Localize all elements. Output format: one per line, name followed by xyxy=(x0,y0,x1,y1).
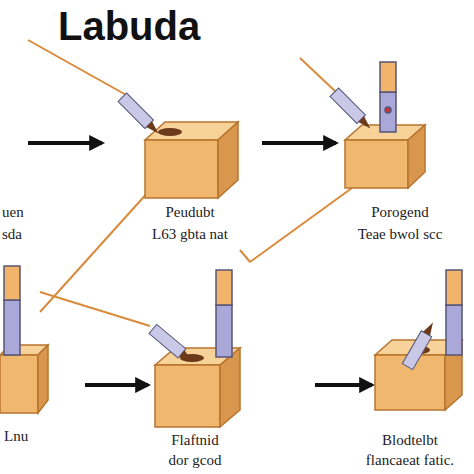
step-caption: sda xyxy=(2,226,22,243)
step-caption: Porogend xyxy=(371,204,429,221)
step-caption: L63 gbta nat xyxy=(152,226,228,243)
step-caption: uen xyxy=(2,204,24,221)
diagram-title: Labuda xyxy=(58,4,200,49)
glue-spot xyxy=(158,128,430,362)
cardboard-box xyxy=(0,122,462,427)
step-caption: Flaftnid xyxy=(171,432,219,449)
step-caption: Blodtelbt xyxy=(382,432,438,449)
step-caption: flancaeat fatic. xyxy=(366,452,454,469)
step-caption: dor gcod xyxy=(169,452,222,469)
step-caption: Lnu xyxy=(4,428,28,445)
wire xyxy=(28,40,352,326)
glue-tube xyxy=(4,62,462,357)
step-caption: Peudubt xyxy=(165,204,214,221)
step-caption: Teae bwol scc xyxy=(358,226,443,243)
